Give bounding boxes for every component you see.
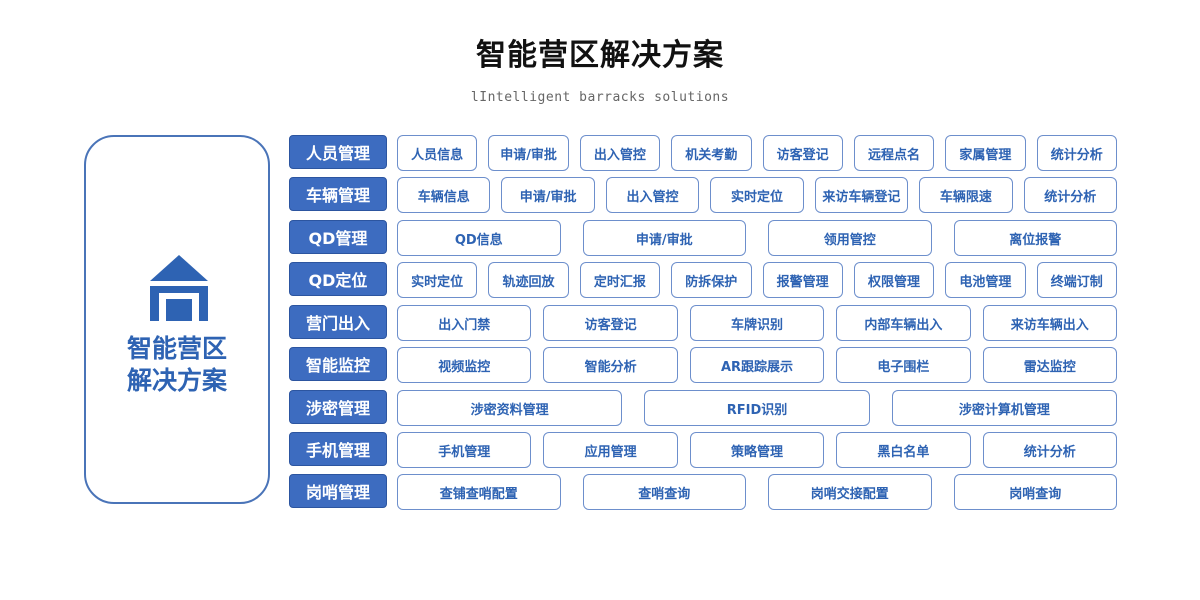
module-button[interactable]: 轨迹回放 [488, 262, 569, 298]
category-items: QD信息申请/审批领用管控离位报警 [397, 220, 1117, 256]
module-button[interactable]: 统计分析 [1023, 177, 1117, 213]
page-title: 智能营区解决方案 [476, 38, 724, 73]
panel-title: 智能营区 解决方案 [86, 333, 268, 397]
module-button[interactable]: 访客登记 [762, 135, 843, 171]
module-button[interactable]: 申请/审批 [488, 135, 569, 171]
module-button[interactable]: 远程点名 [853, 135, 935, 171]
module-button[interactable]: 出入门禁 [397, 305, 532, 341]
module-button[interactable]: 电池管理 [945, 262, 1026, 298]
module-button[interactable]: 终端订制 [1036, 262, 1117, 298]
category-items: 查铺查哨配置查哨查询岗哨交接配置岗哨查询 [397, 474, 1117, 510]
module-button[interactable]: 车辆限速 [919, 177, 1013, 213]
category-items: 涉密资料管理 RFID识别涉密计算机管理 [397, 390, 1117, 426]
module-button[interactable]: 查哨查询 [582, 474, 746, 510]
module-button[interactable]: 涉密计算机管理 [891, 390, 1117, 426]
module-button[interactable]: 机关考勤 [671, 135, 752, 171]
module-button[interactable]: AR跟踪展示 [689, 347, 825, 383]
module-button[interactable]: RFID识别 [644, 390, 870, 426]
module-button[interactable]: 申请/审批 [582, 220, 746, 256]
module-button[interactable]: 岗哨交接配置 [768, 474, 932, 510]
category-label[interactable]: 岗哨管理 [289, 474, 387, 508]
module-button[interactable]: 电子围栏 [836, 347, 971, 383]
category-label[interactable]: QD管理 [289, 220, 387, 254]
category-items: 视频监控智能分析 AR跟踪展示电子围栏雷达监控 [397, 347, 1117, 383]
category-label[interactable]: 涉密管理 [289, 390, 387, 424]
module-button[interactable]: 离位报警 [953, 220, 1117, 256]
module-button[interactable]: 内部车辆出入 [836, 305, 971, 341]
module-button[interactable]: 智能分析 [543, 347, 678, 383]
category-label[interactable]: QD定位 [289, 262, 387, 296]
module-button[interactable]: 访客登记 [543, 305, 678, 341]
solution-panel: 智能营区 解决方案 [84, 135, 270, 504]
module-button[interactable]: 领用管控 [768, 220, 932, 256]
module-button[interactable]: 车牌识别 [689, 305, 825, 341]
module-button[interactable]: 策略管理 [689, 432, 825, 468]
module-button[interactable]: 岗哨查询 [953, 474, 1117, 510]
category-items: 手机管理应用管理策略管理黑白名单统计分析 [397, 432, 1117, 468]
module-button[interactable]: 报警管理 [762, 262, 843, 298]
panel-title-line-2: 解决方案 [126, 366, 227, 395]
category-label[interactable]: 营门出入 [289, 305, 387, 339]
module-button[interactable]: 应用管理 [543, 432, 678, 468]
panel-title-line-1: 智能营区 [126, 334, 227, 363]
module-button[interactable]: 查铺查哨配置 [397, 474, 561, 510]
module-button[interactable]: 家属管理 [945, 135, 1026, 171]
module-button[interactable]: 申请/审批 [501, 177, 595, 213]
module-button[interactable]: 防拆保护 [671, 262, 752, 298]
module-button[interactable]: 定时汇报 [579, 262, 661, 298]
module-button[interactable]: 来访车辆出入 [982, 305, 1117, 341]
category-label[interactable]: 手机管理 [289, 432, 387, 466]
house-icon [150, 255, 208, 321]
module-button[interactable]: 实时定位 [397, 262, 478, 298]
module-button[interactable]: 来访车辆登记 [814, 177, 909, 213]
module-button[interactable]: 出入管控 [605, 177, 700, 213]
module-button[interactable]: 出入管控 [579, 135, 661, 171]
module-button[interactable]: 权限管理 [853, 262, 935, 298]
module-button[interactable]: 统计分析 [1036, 135, 1117, 171]
category-items: 实时定位轨迹回放定时汇报防拆保护报警管理权限管理电池管理终端订制 [397, 262, 1117, 298]
category-items: 车辆信息申请/审批出入管控实时定位来访车辆登记车辆限速统计分析 [397, 177, 1117, 213]
module-button[interactable]: 人员信息 [397, 135, 478, 171]
category-label[interactable]: 人员管理 [289, 135, 387, 169]
module-button[interactable]: 手机管理 [397, 432, 532, 468]
module-button[interactable]: QD信息 [397, 220, 561, 256]
module-button[interactable]: 黑白名单 [836, 432, 971, 468]
category-label[interactable]: 车辆管理 [289, 177, 387, 211]
module-button[interactable]: 统计分析 [982, 432, 1117, 468]
module-button[interactable]: 实时定位 [710, 177, 804, 213]
page-subtitle: lIntelligent barracks solutions [470, 90, 730, 105]
module-button[interactable]: 涉密资料管理 [397, 390, 623, 426]
module-button[interactable]: 视频监控 [397, 347, 532, 383]
category-label[interactable]: 智能监控 [289, 347, 387, 381]
category-items: 出入门禁访客登记车牌识别内部车辆出入来访车辆出入 [397, 305, 1117, 341]
module-button[interactable]: 车辆信息 [397, 177, 491, 213]
category-items: 人员信息申请/审批出入管控机关考勤访客登记远程点名家属管理统计分析 [397, 135, 1117, 171]
module-button[interactable]: 雷达监控 [982, 347, 1117, 383]
